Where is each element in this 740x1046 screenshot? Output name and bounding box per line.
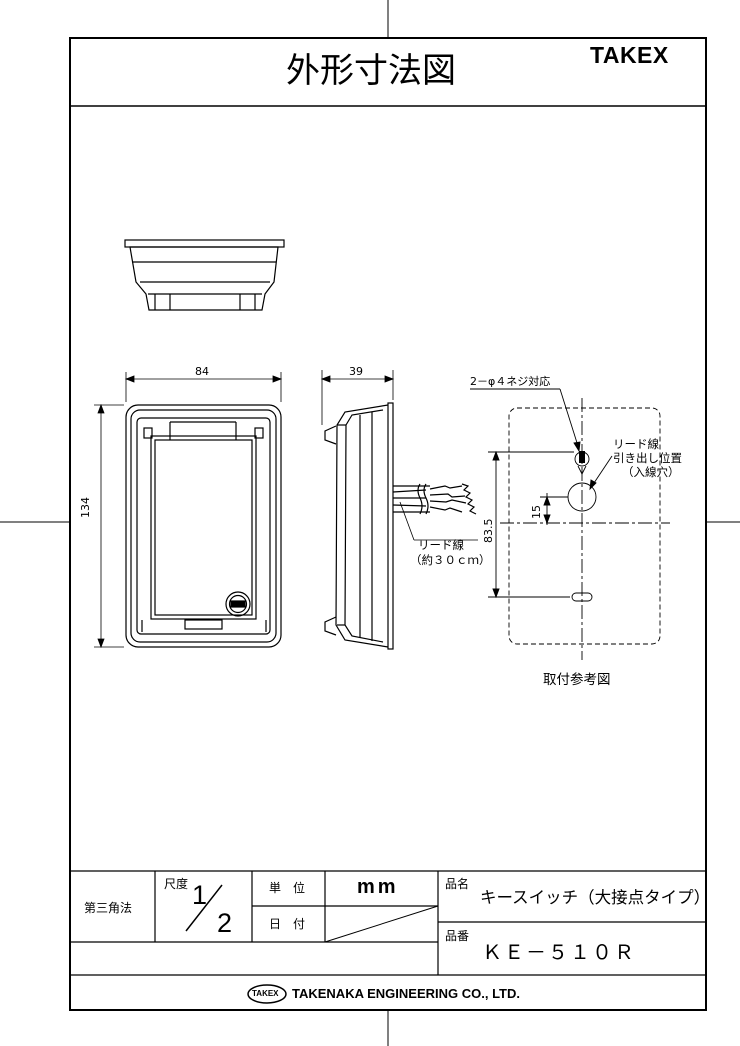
- projection-label: 第三角法: [84, 901, 133, 915]
- unit-label: 単 位: [269, 881, 306, 895]
- dim-hole-pitch: 83.5: [482, 518, 495, 544]
- top-view: [124, 239, 285, 311]
- side-view: [324, 402, 477, 650]
- side-dims: [320, 370, 478, 541]
- callout-lead-1: リード線: [418, 538, 464, 552]
- scale-denominator: 2: [217, 908, 233, 938]
- product-name-label: 品名: [445, 877, 470, 891]
- scale-numerator: 1: [192, 880, 208, 910]
- dim-depth: 39: [349, 365, 363, 378]
- company-logo-text: TAKEX: [252, 989, 279, 998]
- title-block-lines: [70, 870, 706, 976]
- sheet-border: [69, 37, 707, 1011]
- date-label: 日 付: [269, 917, 306, 931]
- unit-value: mm: [357, 876, 399, 898]
- scale-label: 尺度: [164, 877, 189, 891]
- page-title: 外形寸法図: [286, 51, 456, 91]
- callout-lead-hole-2: 引き出し位置: [613, 451, 682, 465]
- brand-logo: TAKEX: [590, 42, 669, 68]
- callout-lead-hole-1: リード線: [613, 437, 659, 451]
- mounting-plate: [470, 388, 670, 660]
- company-logo-oval: [247, 984, 287, 1004]
- dim-width: 84: [195, 365, 209, 378]
- part-no-label: 品番: [445, 929, 470, 943]
- dim-height: 134: [79, 497, 92, 518]
- callout-lead-hole-3: （入線穴）: [622, 465, 680, 479]
- callout-screw: 2－φ４ネジ対応: [470, 375, 551, 388]
- part-no: ＫＥ－５１０Ｒ: [482, 940, 636, 964]
- mount-caption: 取付参考図: [543, 672, 611, 688]
- company-name: TAKENAKA ENGINEERING CO., LTD.: [292, 986, 520, 1001]
- product-name: キースイッチ（大接点タイプ）: [480, 888, 711, 907]
- front-view: [125, 404, 282, 648]
- front-dims: [94, 372, 283, 649]
- callout-lead-2: （約３０ｃｍ）: [410, 553, 491, 567]
- dim-hole-offset: 15: [530, 505, 543, 519]
